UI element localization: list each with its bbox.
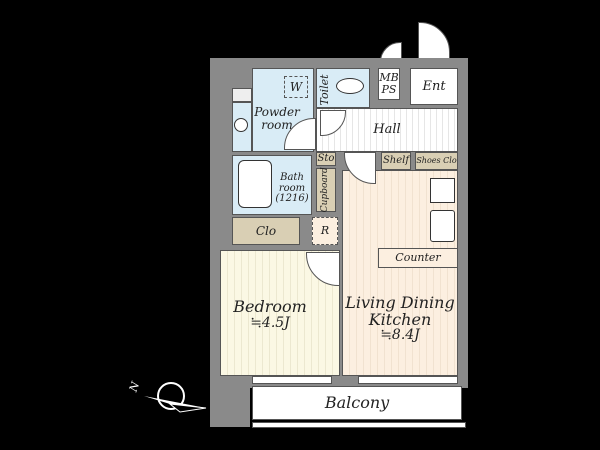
refrigerator-label: R bbox=[320, 224, 330, 238]
compass-icon bbox=[157, 382, 185, 410]
ldk-label: Living Dining Kitchen ≒8.4J bbox=[342, 284, 458, 354]
hall: Hall bbox=[316, 108, 458, 152]
mb-ps: MB PS bbox=[378, 68, 400, 100]
shoes-closet-label: Shoes Clo bbox=[416, 155, 457, 165]
powder-room-label-2: room bbox=[261, 118, 293, 132]
toilet-label-text: Toilet bbox=[318, 74, 332, 106]
storage-label: Sto bbox=[317, 152, 335, 164]
north-label: N bbox=[126, 380, 143, 394]
window-ldk bbox=[358, 376, 458, 384]
bedroom-label: Bedroom ≒4.5J bbox=[220, 290, 320, 340]
cupboard: Cupboard bbox=[316, 167, 336, 213]
washer-label: W bbox=[289, 79, 303, 94]
sink-icon bbox=[234, 118, 248, 132]
bedroom-size: ≒4.5J bbox=[250, 315, 290, 332]
washer-space: W bbox=[284, 76, 308, 98]
bath-label-1: Bath bbox=[280, 172, 304, 184]
stove-icon bbox=[430, 178, 455, 203]
counter-label: Counter bbox=[395, 251, 441, 265]
toilet-icon bbox=[336, 78, 364, 94]
powder-room-label: Powder room bbox=[252, 104, 302, 134]
closet: Clo bbox=[232, 217, 300, 245]
ldk-size: ≒8.4J bbox=[380, 327, 420, 344]
window-bedroom bbox=[252, 376, 332, 384]
bedroom-name: Bedroom bbox=[233, 297, 307, 317]
powder-room-label-1: Powder bbox=[254, 105, 300, 120]
shelf: Shelf bbox=[381, 152, 411, 170]
balcony-rail bbox=[252, 422, 466, 428]
refrigerator-space: R bbox=[312, 217, 338, 245]
compass-arrow-icon bbox=[144, 396, 207, 413]
entrance-label: Ent bbox=[422, 78, 446, 94]
shelf-label: Shelf bbox=[382, 154, 410, 166]
shoes-closet: Shoes Clo bbox=[415, 152, 458, 170]
balcony: Balcony bbox=[252, 386, 462, 420]
bath-label-2: room bbox=[278, 182, 306, 194]
cupboard-label: Cupboard bbox=[320, 167, 331, 213]
ps-label: PS bbox=[381, 83, 397, 96]
living-dining-kitchen bbox=[342, 170, 458, 376]
closet-label: Clo bbox=[255, 223, 277, 238]
ldk-label-2: Kitchen bbox=[368, 309, 432, 329]
hall-label: Hall bbox=[373, 122, 401, 138]
bath-label-3: (1216) bbox=[275, 193, 309, 205]
counter: Counter bbox=[378, 248, 458, 268]
entrance: Ent bbox=[410, 68, 458, 105]
bath-room-label: Bath room (1216) bbox=[272, 168, 312, 210]
kitchen-sink-icon bbox=[430, 210, 455, 242]
ldk-label-1: Living Dining bbox=[345, 292, 455, 312]
bathtub-icon bbox=[238, 160, 272, 208]
balcony-wall bbox=[210, 385, 250, 427]
storage: Sto bbox=[316, 152, 336, 166]
toilet-label: Toilet bbox=[311, 74, 339, 105]
balcony-label: Balcony bbox=[324, 392, 390, 412]
shelf-strip bbox=[232, 88, 252, 102]
mb-label: MB bbox=[379, 71, 399, 85]
